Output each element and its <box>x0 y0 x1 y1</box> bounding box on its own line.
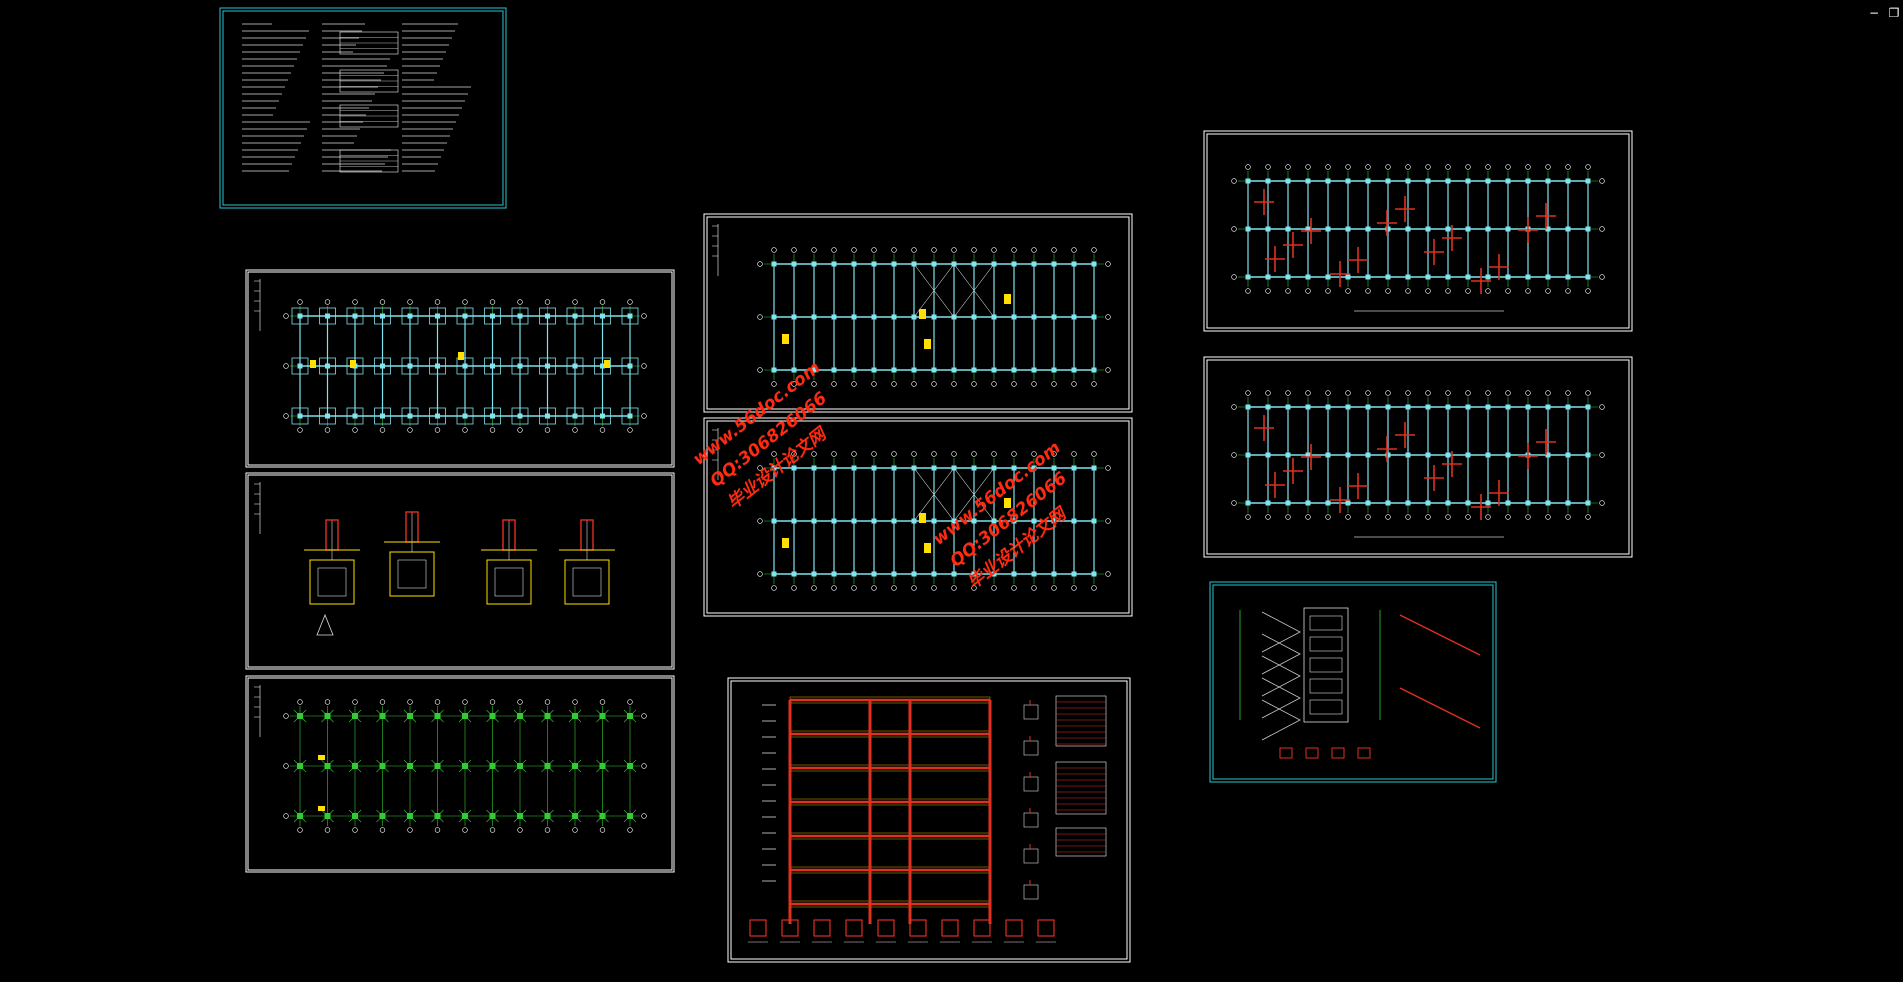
sheet-slab-reinforcement-plan-2 <box>1203 356 1633 558</box>
window-controls: − ❐ <box>1865 4 1903 24</box>
restore-button[interactable]: ❐ <box>1888 6 1900 20</box>
minimize-button[interactable]: − <box>1868 6 1880 20</box>
sheet-general-notes <box>219 7 507 209</box>
sheet-foundation-plan <box>245 269 675 468</box>
sheet-floor-framing-plan-2 <box>703 417 1133 617</box>
sheet-floor-framing-plan-1 <box>703 213 1133 413</box>
sheet-column-layout-plan <box>245 675 675 873</box>
sheet-frame-elevation <box>727 677 1131 963</box>
sheet-slab-reinforcement-plan-1 <box>1203 130 1633 332</box>
sheet-stair-detail <box>1209 581 1497 783</box>
sheet-column-sections <box>245 472 675 670</box>
